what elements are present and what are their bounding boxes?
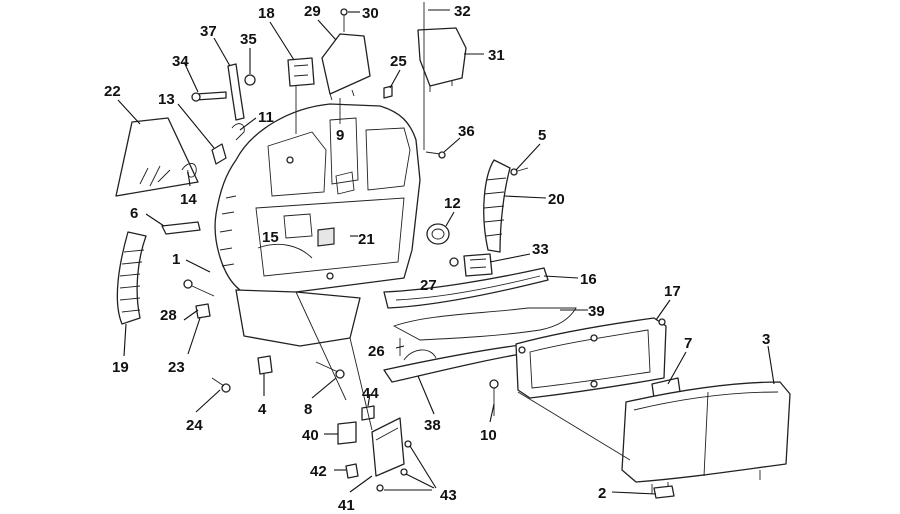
callout-36: 36 [458, 123, 475, 140]
part-25-clip [383, 85, 393, 99]
part-21-inner-clip [317, 227, 335, 247]
part-42-clip [345, 463, 359, 479]
callout-16: 16 [580, 271, 597, 288]
callout-42: 42 [310, 463, 327, 480]
callout-17: 17 [664, 283, 681, 300]
callout-1: 1 [172, 251, 180, 268]
callout-24: 24 [186, 417, 203, 434]
part-27-nut [449, 257, 459, 267]
part-41-control-module [371, 417, 405, 477]
callout-35: 35 [240, 31, 257, 48]
part-38-lower-trim [383, 343, 533, 383]
leader-lines [117, 9, 775, 495]
part-13-clip [211, 143, 227, 165]
part-2-lens-tab [653, 485, 675, 499]
part-35-nut [244, 74, 256, 86]
part-40-connector [337, 421, 357, 445]
callout-30: 30 [362, 5, 379, 22]
callout-34: 34 [172, 53, 189, 70]
callout-43: 43 [440, 487, 457, 504]
part-17-headlight-frame [515, 317, 667, 399]
part-1-front-shell [214, 103, 421, 347]
callout-4: 4 [258, 401, 267, 418]
part-16-trim-strip [383, 267, 549, 309]
callout-40: 40 [302, 427, 319, 444]
callout-13: 13 [158, 91, 175, 108]
callout-22: 22 [104, 83, 121, 100]
part-15-inner-panel [283, 213, 313, 239]
part-18-bracket-plate [287, 57, 315, 87]
part-19-left-grille [116, 231, 147, 325]
part-43-screws [376, 440, 412, 492]
callout-7: 7 [684, 335, 692, 352]
part-24-screw [211, 377, 231, 393]
part-12-round-knob [426, 223, 450, 245]
callout-23: 23 [168, 359, 185, 376]
callout-41: 41 [338, 497, 355, 514]
part-29-top-cover [321, 33, 371, 101]
callout-18: 18 [258, 5, 275, 22]
callout-44: 44 [362, 385, 379, 402]
callout-5: 5 [538, 127, 546, 144]
callout-3: 3 [762, 331, 770, 348]
part-4-clip [257, 355, 273, 375]
part-8-screw [315, 361, 345, 379]
part-39-gasket [392, 307, 577, 341]
callout-37: 37 [200, 23, 217, 40]
callout-39: 39 [588, 303, 605, 320]
callout-15: 15 [262, 229, 279, 246]
callout-20: 20 [548, 191, 565, 208]
callout-29: 29 [304, 3, 321, 20]
callout-12: 12 [444, 195, 461, 212]
part-6-bracket [161, 221, 201, 235]
callout-32: 32 [454, 3, 471, 20]
callout-28: 28 [160, 307, 177, 324]
part-31-top-right-cover [417, 27, 467, 92]
callout-21: 21 [358, 231, 375, 248]
part-23-nut [195, 303, 211, 319]
callout-27: 27 [420, 277, 437, 294]
part-3-headlight-lens [621, 381, 791, 494]
callout-10: 10 [480, 427, 497, 444]
part-37-lever [227, 63, 245, 121]
part-9-centre-bracket [335, 171, 355, 195]
part-33-switch [463, 253, 493, 277]
callout-labels: 22 13 14 6 1 19 37 34 35 11 18 29 30 32 … [104, 3, 770, 514]
part-28-screw [183, 279, 215, 297]
callout-11: 11 [258, 109, 274, 126]
callout-9: 9 [336, 127, 344, 144]
part-5-screw [510, 167, 529, 176]
part-20-right-grille [483, 159, 511, 253]
part-11-small-hook [231, 123, 245, 141]
part-22-flat-panel [115, 117, 199, 197]
callout-19: 19 [112, 359, 129, 376]
part-34-bolt [191, 91, 227, 102]
callout-6: 6 [130, 205, 138, 222]
part-10-screw [489, 379, 499, 416]
part-36-screw [425, 151, 446, 159]
callout-31: 31 [488, 47, 505, 64]
callout-8: 8 [304, 401, 312, 418]
callout-38: 38 [424, 417, 441, 434]
part-30-screw [340, 8, 348, 32]
callout-26: 26 [368, 343, 385, 360]
callout-25: 25 [390, 53, 407, 70]
callout-2: 2 [598, 485, 606, 502]
callout-14: 14 [180, 191, 197, 208]
callout-33: 33 [532, 241, 549, 258]
